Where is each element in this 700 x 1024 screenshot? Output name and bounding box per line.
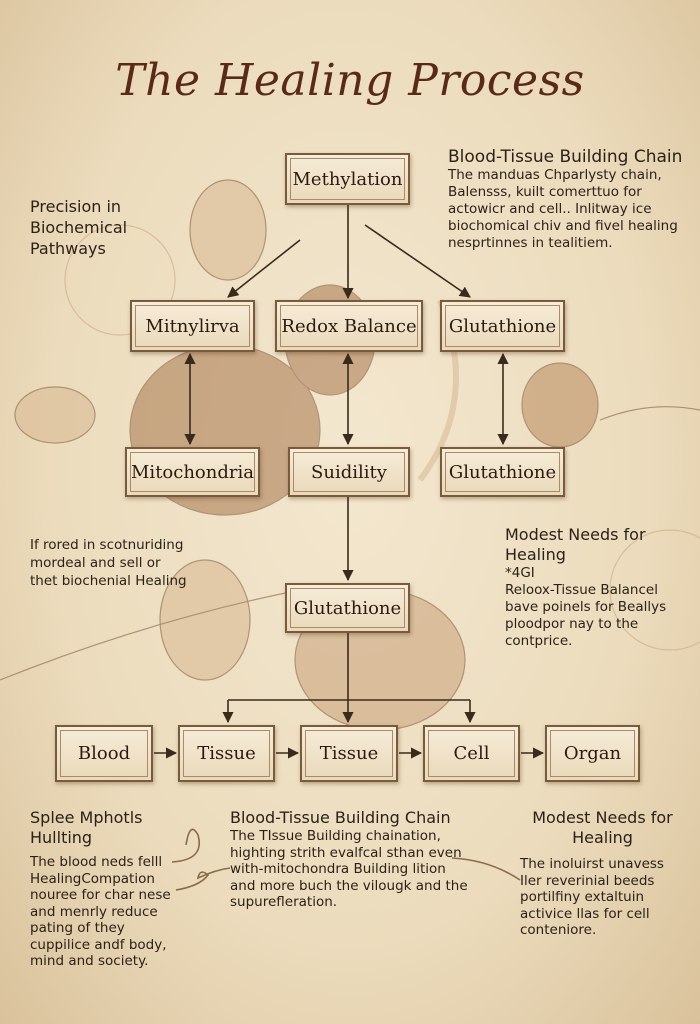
node-mitochondria: Mitochondria bbox=[125, 447, 260, 497]
note-body: If rored in scotnuriding mordeal and sel… bbox=[30, 537, 187, 589]
note-heading: Modest Needs for Healing bbox=[505, 525, 646, 564]
node-glutathione-top: Glutathione bbox=[440, 300, 565, 352]
note-top-right: Blood-Tissue Building Chain The manduas … bbox=[448, 147, 688, 252]
note-bottom-right: Modest Needs for Healing The inoluirst u… bbox=[520, 808, 685, 939]
note-left-mid: If rored in scotnuriding mordeal and sel… bbox=[30, 536, 190, 590]
note-body: The manduas Chparlysty chain, Balensss, … bbox=[448, 167, 678, 251]
node-glutathione-mid: Glutathione bbox=[440, 447, 565, 497]
note-body: The inoluirst unavess Iler reverinial be… bbox=[520, 856, 664, 938]
node-suidility: Suidility bbox=[288, 447, 410, 497]
note-heading: Modest Needs for Healing bbox=[532, 808, 673, 847]
note-body: Reloox-Tissue Balancel bave poinels for … bbox=[505, 582, 667, 649]
chain-blood: Blood bbox=[55, 725, 153, 782]
page-title: The Healing Process bbox=[115, 55, 585, 106]
note-bottom-center: Blood-Tissue Building Chain The TIssue B… bbox=[230, 808, 470, 911]
chain-tissue: Tissue bbox=[178, 725, 275, 782]
connector-arrows bbox=[154, 205, 545, 891]
node-glutathione-center: Glutathione bbox=[285, 583, 410, 633]
note-body: The TIssue Building chaination, highting… bbox=[230, 828, 468, 910]
node-mitnylirva: Mitnylirva bbox=[130, 300, 255, 352]
note-sub: *4GI bbox=[505, 565, 535, 581]
note-heading: Precision in Biochemical Pathways bbox=[30, 197, 128, 258]
note-heading: Splee Mphotls Hullting bbox=[30, 808, 143, 847]
node-methylation: Methylation bbox=[285, 153, 410, 205]
note-heading: Blood-Tissue Building Chain bbox=[448, 147, 683, 167]
organ-sketch bbox=[14, 386, 96, 444]
kidney-sketch bbox=[159, 559, 251, 681]
note-heading: Blood-Tissue Building Chain bbox=[230, 808, 451, 827]
chain-cell: Cell bbox=[423, 725, 520, 782]
note-right-mid: Modest Needs for Healing *4GI Reloox-Tis… bbox=[505, 525, 685, 650]
note-bottom-left: Splee Mphotls Hullting The blood neds fe… bbox=[30, 808, 180, 970]
chain-organ: Organ bbox=[545, 725, 640, 782]
lung-sketch bbox=[521, 362, 599, 448]
node-redox-balance: Redox Balance bbox=[275, 300, 423, 352]
kidney-sketch bbox=[189, 179, 267, 281]
chain-tissue: Tissue bbox=[300, 725, 398, 782]
note-body: The blood neds felll HealingCompation no… bbox=[30, 854, 171, 969]
note-precision: Precision in Biochemical Pathways bbox=[30, 196, 170, 259]
